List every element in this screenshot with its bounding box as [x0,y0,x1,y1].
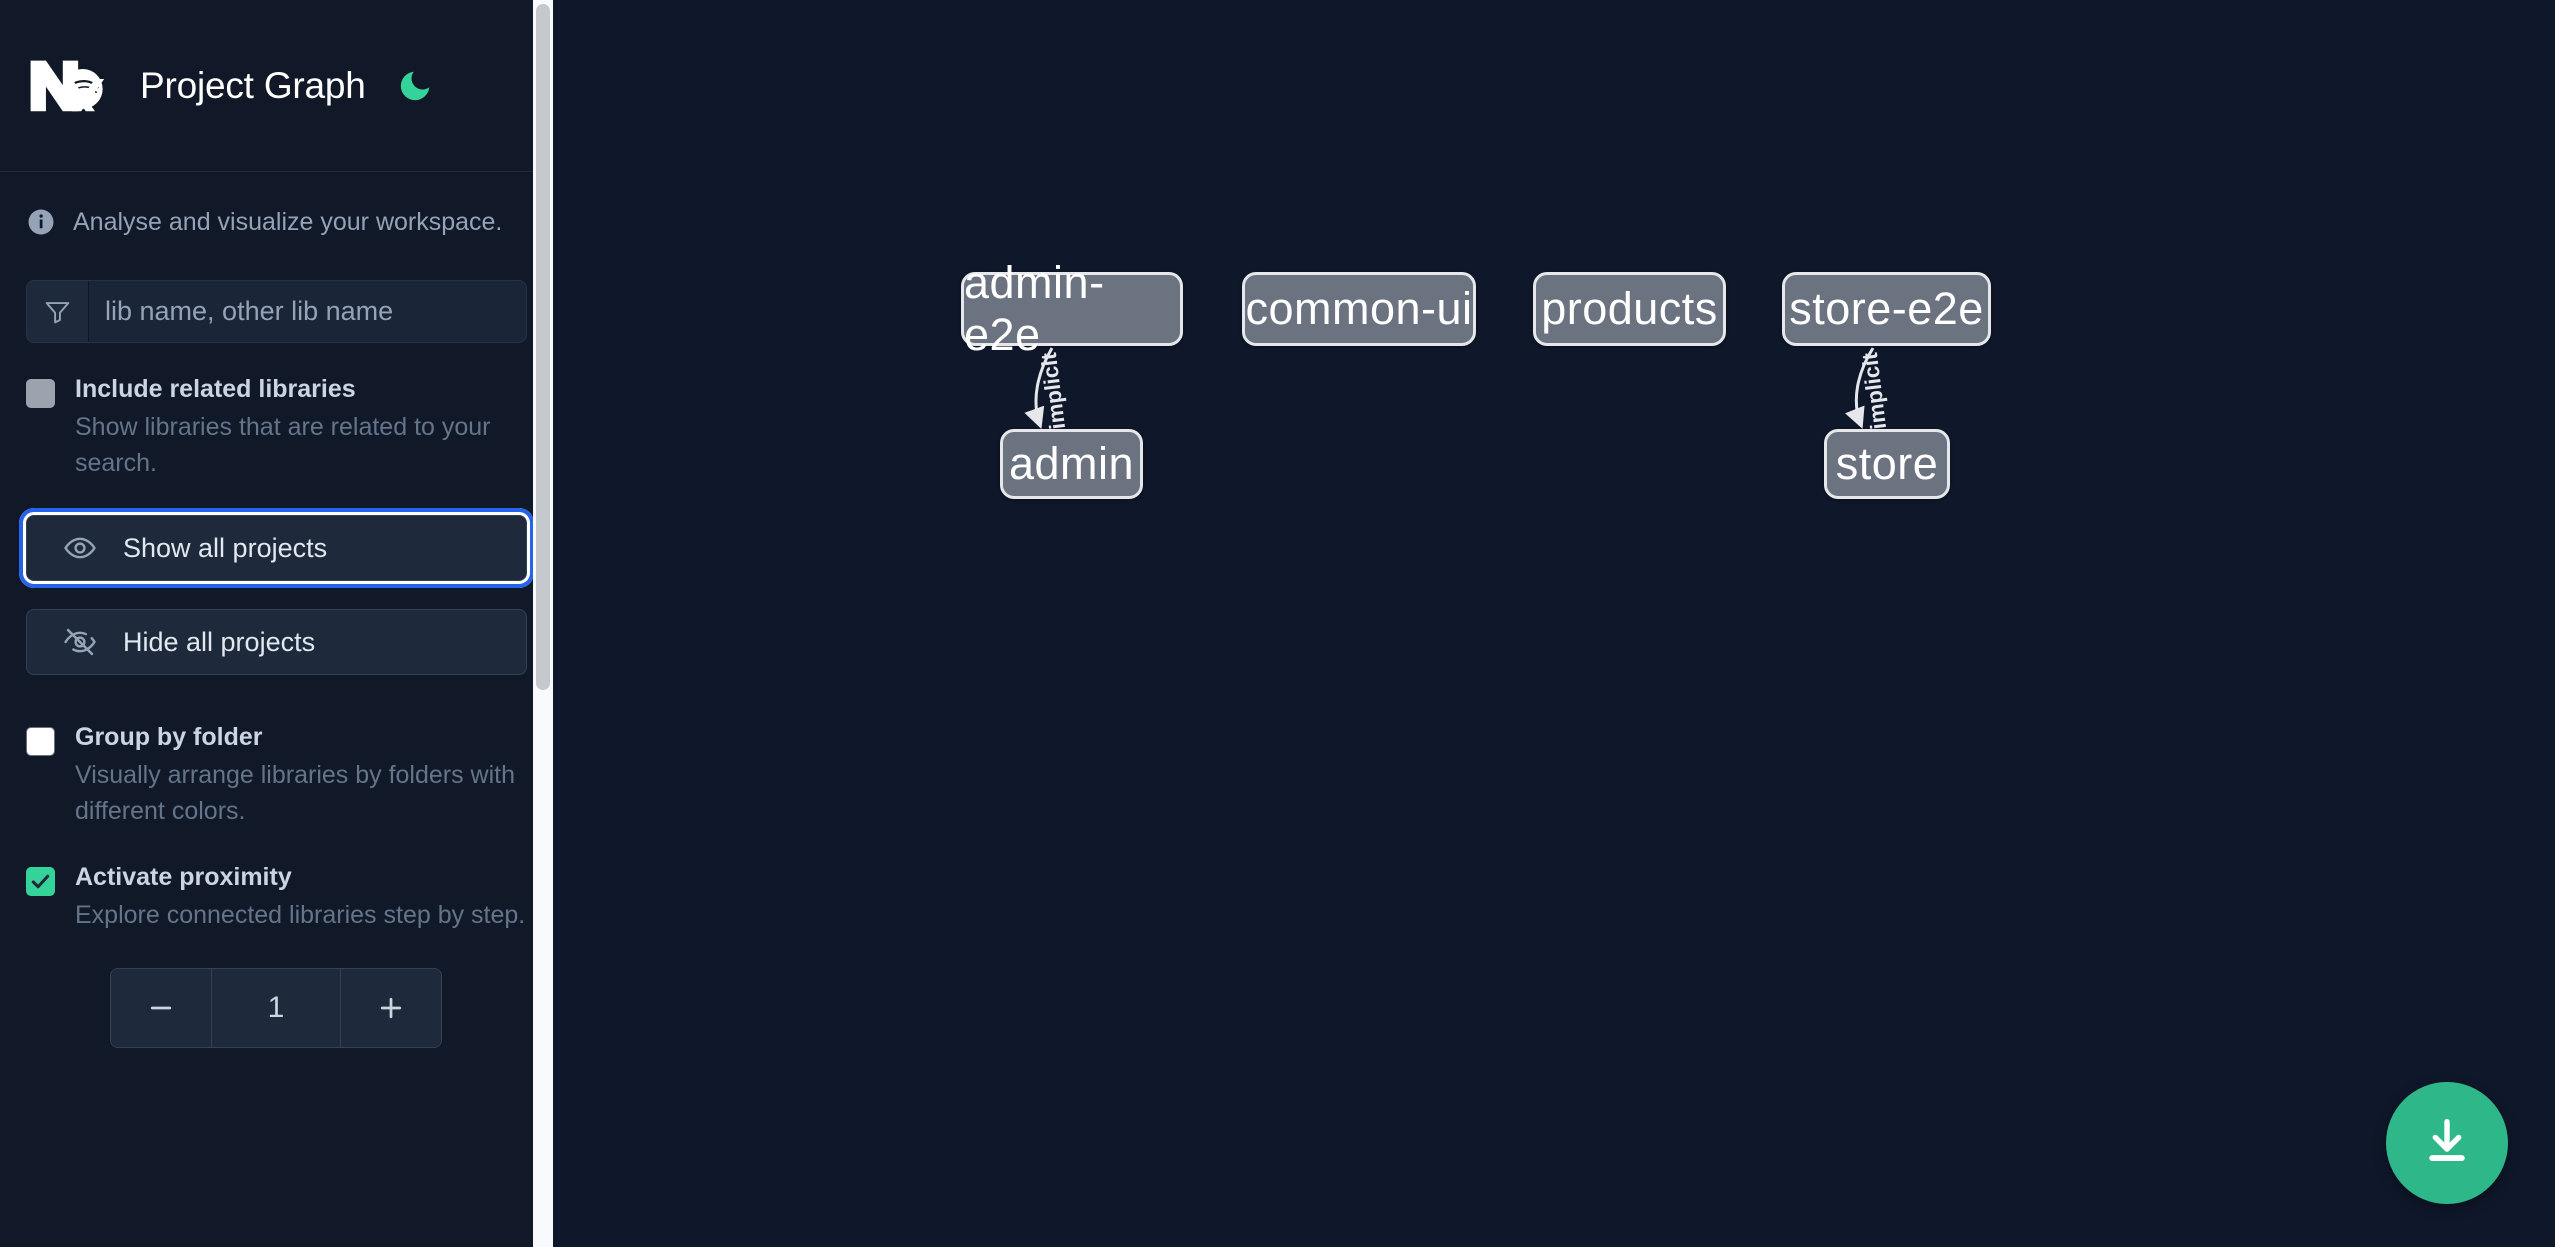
option-include-related-libraries[interactable]: Include related libraries Show libraries… [0,373,553,481]
eye-icon [63,531,97,565]
tagline-row: Analyse and visualize your workspace. [0,172,553,272]
graph-node-products[interactable]: products [1533,272,1726,346]
option-title: Include related libraries [75,375,356,403]
filter-funnel-icon [27,281,89,342]
tagline-text: Analyse and visualize your workspace. [73,207,503,236]
option-description: Show libraries that are related to your … [75,413,491,477]
sidebar: Project Graph Analyse and visualize your… [0,0,553,1247]
graph-node-store[interactable]: store [1824,429,1950,499]
info-icon [26,207,56,237]
sidebar-header: Project Graph [0,0,553,172]
proximity-stepper[interactable]: 1 [110,967,442,1048]
show-all-projects-label: Show all projects [123,532,328,563]
option-title: Group by folder [75,723,263,751]
show-all-projects-button[interactable]: Show all projects [19,508,534,588]
checkbox-group-by-folder[interactable] [26,727,55,756]
stepper-decrement-button[interactable] [111,968,211,1047]
option-description: Visually arrange libraries by folders wi… [75,761,516,825]
option-title: Activate proximity [75,863,292,891]
graph-node-store-e2e[interactable]: store-e2e [1782,272,1991,346]
eye-off-icon [63,625,97,659]
option-group-by-folder[interactable]: Group by folder Visually arrange librari… [0,721,553,829]
stepper-increment-button[interactable] [341,968,441,1047]
graph-edges [1024,347,1875,429]
edge-label-implicit-store: implicit [1856,351,1892,431]
nx-logo-icon [26,56,118,116]
option-description: Explore connected libraries step by step… [75,901,526,929]
stepper-value: 1 [212,968,340,1047]
checkbox-activate-proximity[interactable] [26,867,55,896]
download-icon [2420,1114,2474,1173]
graph-node-admin-e2e[interactable]: admin-e2e [961,257,1183,360]
graph-node-admin[interactable]: admin [1000,429,1143,499]
page-title: Project Graph [140,64,366,106]
edge-label-implicit-admin: implicit [1035,351,1071,431]
graph-canvas[interactable]: implicit implicit admin-e2e common-ui pr… [553,0,2555,1247]
hide-all-projects-label: Hide all projects [123,626,316,657]
graph-node-common-ui[interactable]: common-ui [1242,272,1476,346]
checkbox-include-related-libraries[interactable] [26,379,55,408]
download-graph-button[interactable] [2386,1082,2508,1204]
filter-search-box[interactable] [26,280,527,343]
search-input[interactable] [89,281,526,342]
moon-icon[interactable] [396,67,434,105]
sidebar-scrollbar[interactable] [533,0,553,1247]
hide-all-projects-button[interactable]: Hide all projects [26,609,527,675]
sidebar-scrollbar-thumb[interactable] [536,4,550,690]
option-activate-proximity[interactable]: Activate proximity Explore connected lib… [0,861,553,934]
